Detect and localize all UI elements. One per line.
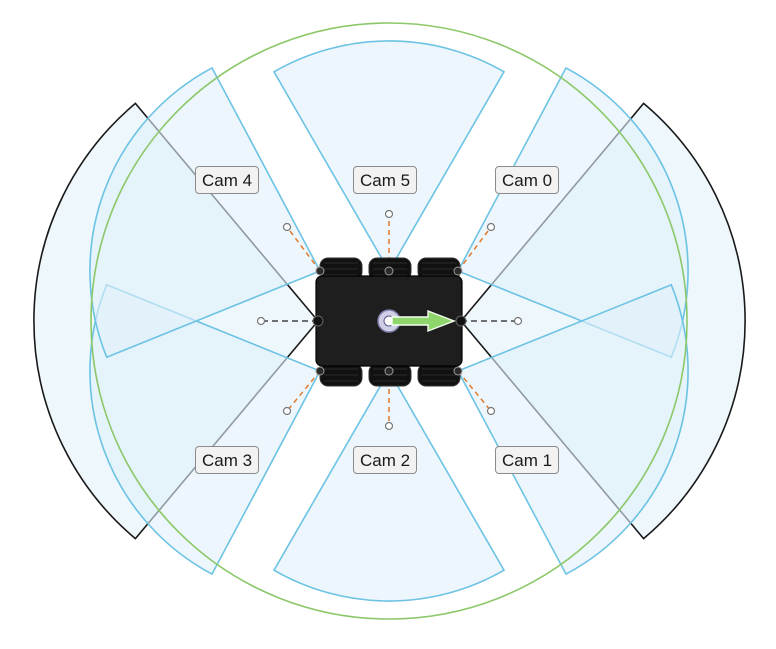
robot-layer [312, 257, 467, 387]
camera-mount-4 [384, 366, 394, 376]
left-sensor-mount [312, 315, 324, 327]
camera-mount-5 [453, 366, 463, 376]
cam-0-axis-end-marker [486, 222, 496, 232]
cam-2-label: Cam 2 [353, 446, 418, 474]
camera-mount-1 [384, 266, 394, 276]
cam-1-fov [456, 283, 689, 576]
cam-1-label: Cam 1 [495, 446, 560, 474]
cam-5-axis-end-marker [384, 209, 394, 219]
right-sensor-axis-end-marker [513, 316, 523, 326]
left-sensor-axis-end-marker [256, 316, 266, 326]
cam-5-label: Cam 5 [353, 166, 418, 194]
cam-3-axis-end-marker [282, 406, 292, 416]
camera-mount-0 [315, 266, 325, 276]
heading-arrow-icon [391, 309, 456, 333]
cam-2-axis-end-marker [384, 421, 394, 431]
lidar-range-ring [90, 22, 688, 620]
camera-fov-layer [89, 40, 689, 602]
cam-5-fov [272, 40, 506, 273]
cam-2-fov [272, 369, 506, 602]
cam-0-axis [457, 226, 492, 272]
cam-3-label: Cam 3 [195, 446, 260, 474]
camera-mount-3 [315, 366, 325, 376]
cam-1-axis-end-marker [486, 406, 496, 416]
cam-4-label: Cam 4 [195, 166, 260, 194]
cam-4-axis-end-marker [282, 222, 292, 232]
camera-mount-2 [453, 266, 463, 276]
cam-4-axis [286, 226, 321, 272]
right-sensor-mount [455, 315, 467, 327]
cam-4-fov [89, 66, 322, 359]
lidar-range-layer [90, 22, 688, 620]
cam-0-label: Cam 0 [495, 166, 560, 194]
